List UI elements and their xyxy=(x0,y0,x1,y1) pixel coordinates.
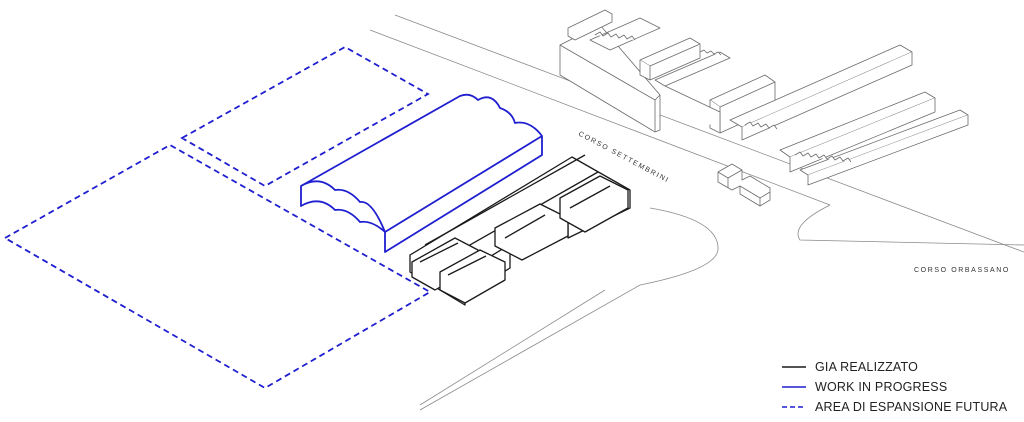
legend-item-in-progress: WORK IN PROGRESS xyxy=(782,380,947,394)
future-expansion-areas xyxy=(3,45,432,390)
future-area-small xyxy=(180,45,430,188)
context-buildings xyxy=(559,9,969,207)
legend-label-built: GIA REALIZZATO xyxy=(815,360,918,374)
road-lines xyxy=(369,14,1024,411)
legend-item-built: GIA REALIZZATO xyxy=(782,360,918,374)
legend-item-future: AREA DI ESPANSIONE FUTURA xyxy=(782,400,1008,414)
built-buildings xyxy=(409,154,631,306)
legend: GIA REALIZZATO WORK IN PROGRESS AREA DI … xyxy=(782,360,1008,414)
legend-label-in-progress: WORK IN PROGRESS xyxy=(815,380,947,394)
street-label-corso-orbassano: CORSO ORBASSANO xyxy=(914,267,1010,274)
work-in-progress-building xyxy=(300,93,543,253)
legend-label-future: AREA DI ESPANSIONE FUTURA xyxy=(815,400,1008,414)
